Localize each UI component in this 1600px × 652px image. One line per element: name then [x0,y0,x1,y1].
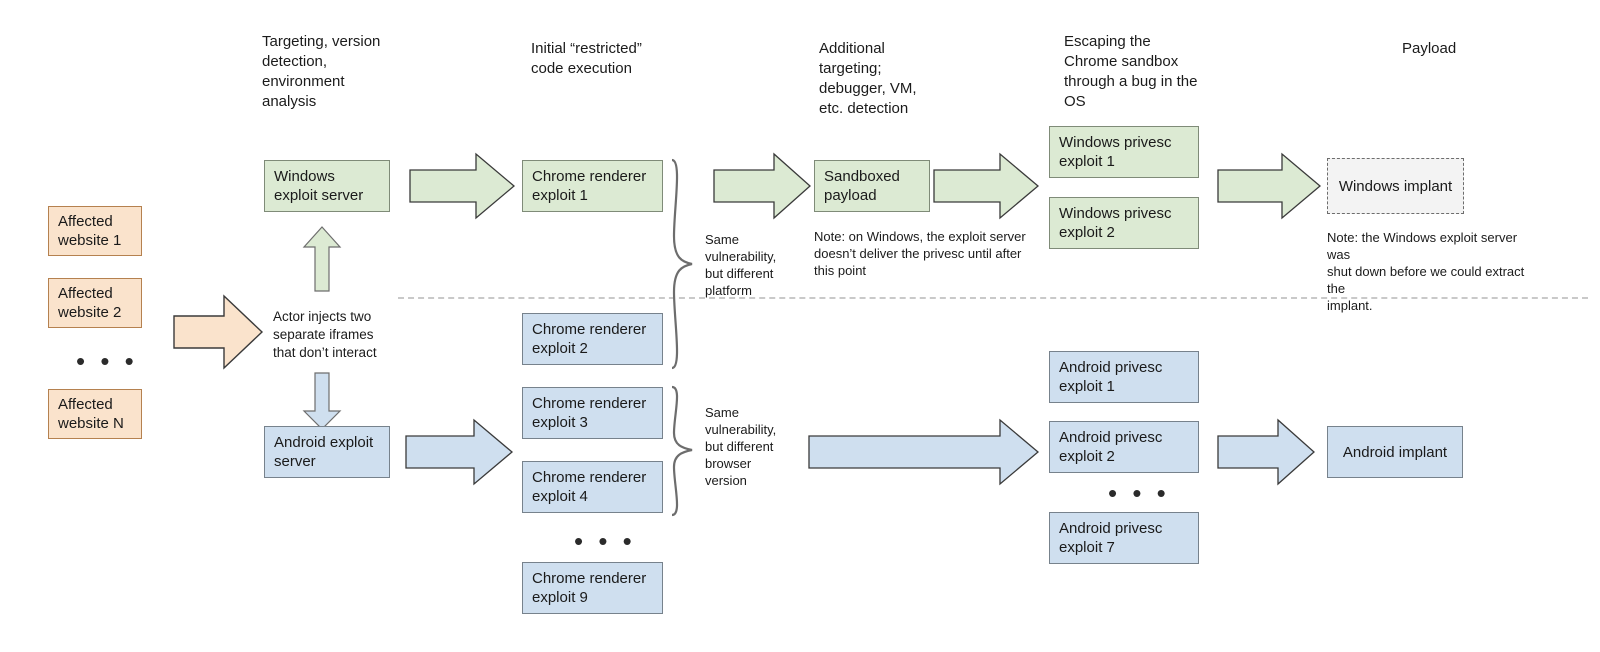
chrome-renderer-exploit-9: Chrome renderer exploit 9 [522,562,663,614]
android-privesc-exploit-2: Android privesc exploit 2 [1049,421,1199,473]
arrow-privesc-to-android-implant-icon [1216,418,1316,486]
chrome-renderer-exploits-ellipsis: • • • [574,526,636,556]
windows-exploit-server: Windows exploit server [264,160,390,212]
brace-browser-version-icon [668,385,696,517]
affected-website-1: Affected website 1 [48,206,142,256]
sandboxed-payload-note: Note: on Windows, the exploit server doe… [814,229,1026,278]
arrow-down-android-icon [302,371,342,431]
arrow-up-windows-icon [302,225,342,293]
arrow-renderer-to-sandboxed-payload-icon [712,152,812,220]
android-implant: Android implant [1327,426,1463,478]
injection-arrow-icon [172,292,264,372]
stage-heading-sandbox-escape: Escaping the Chrome sandbox through a bu… [1064,33,1198,110]
android-privesc-ellipsis: • • • [1108,478,1170,508]
arrow-privesc-to-windows-implant-icon [1216,152,1322,220]
windows-privesc-exploit-2: Windows privesc exploit 2 [1049,197,1199,249]
arrow-android-server-to-renderer-icon [404,418,514,486]
chrome-renderer-exploit-1: Chrome renderer exploit 1 [522,160,663,212]
affected-website-n: Affected website N [48,389,142,439]
chrome-renderer-exploit-4: Chrome renderer exploit 4 [522,461,663,513]
stage-heading-restricted-code-execution: Initial “restricted” code execution [531,40,642,77]
arrow-renderer-to-android-privesc-icon [807,418,1040,486]
sandboxed-payload: Sandboxed payload [814,160,930,212]
windows-implant-note: Note: the Windows exploit server was shu… [1327,230,1525,313]
windows-implant: Windows implant [1327,158,1464,214]
affected-websites-ellipsis: • • • [76,346,138,376]
brace-note-platform: Same vulnerability, but different platfo… [705,232,777,298]
chrome-renderer-exploit-3: Chrome renderer exploit 3 [522,387,663,439]
injection-caption: Actor injects two separate iframes that … [273,309,377,360]
android-privesc-exploit-1: Android privesc exploit 1 [1049,351,1199,403]
stage-heading-additional-targeting: Additional targeting; debugger, VM, etc.… [819,40,917,117]
stage-heading-payload: Payload [1402,40,1457,57]
brace-platform-icon [668,158,696,370]
arrow-windows-server-to-renderer-icon [408,152,516,220]
android-exploit-server: Android exploit server [264,426,390,478]
windows-privesc-exploit-1: Windows privesc exploit 1 [1049,126,1199,178]
chrome-renderer-exploit-2: Chrome renderer exploit 2 [522,313,663,365]
stage-heading-targeting: Targeting, version detection, environmen… [262,33,381,110]
arrow-payload-to-windows-privesc-icon [932,152,1040,220]
platform-divider [398,297,1588,299]
android-privesc-exploit-7: Android privesc exploit 7 [1049,512,1199,564]
affected-website-2: Affected website 2 [48,278,142,328]
brace-note-browser-version: Same vulnerability, but different browse… [705,405,777,488]
